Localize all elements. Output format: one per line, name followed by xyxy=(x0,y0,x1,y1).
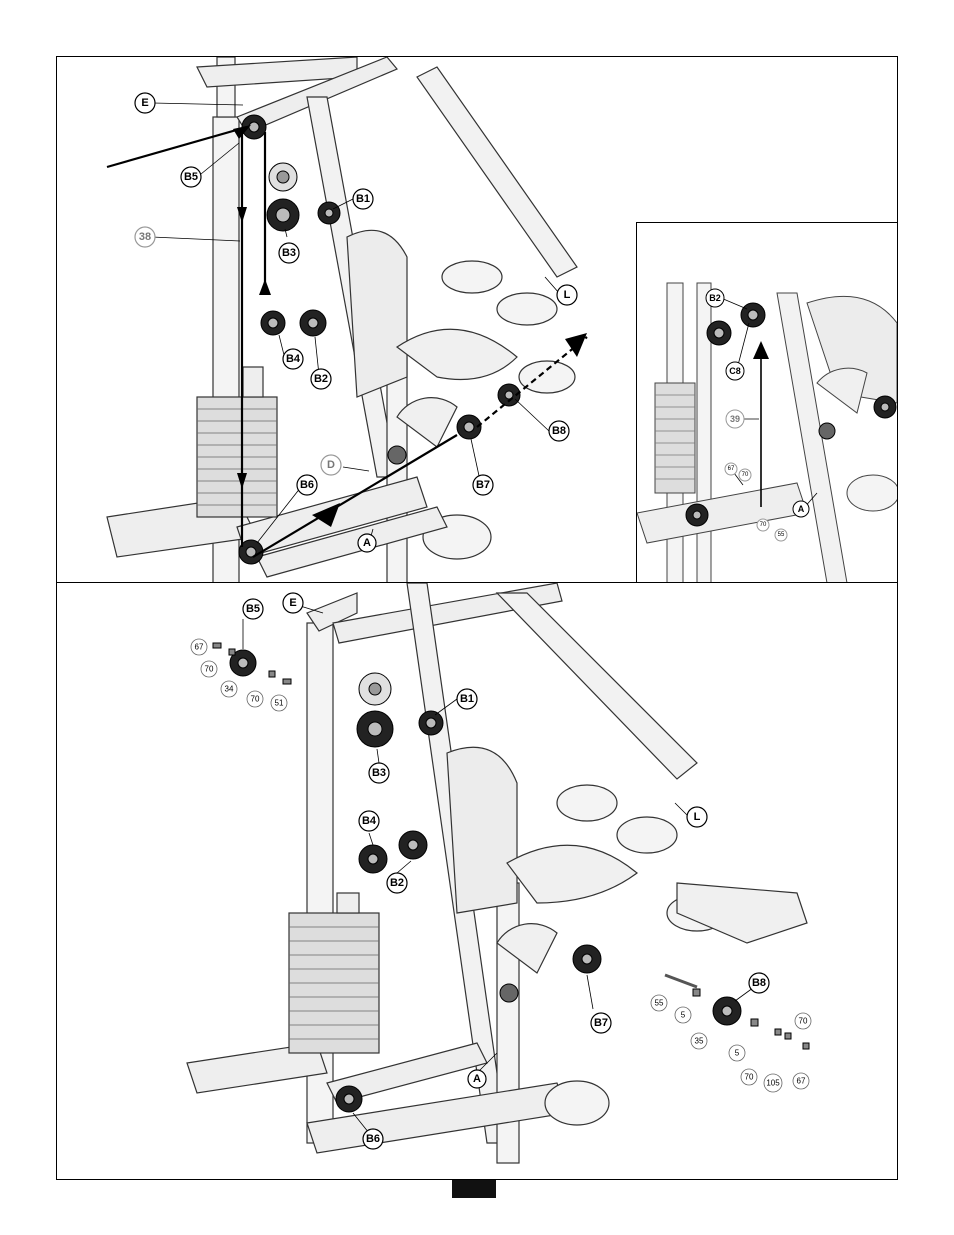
part-67-top: 67 xyxy=(195,643,204,652)
inset-part-70b: 70 xyxy=(760,522,767,528)
part-70-right-b: 70 xyxy=(745,1073,754,1082)
callout-B4: B4 xyxy=(286,353,301,365)
callout-B8: B8 xyxy=(552,425,566,437)
inset-part-70a: 70 xyxy=(742,472,749,478)
inset-callout-B2: B2 xyxy=(709,293,721,303)
part-67-right: 67 xyxy=(797,1077,806,1086)
callout-B8: B8 xyxy=(752,977,766,989)
part-51: 51 xyxy=(275,699,284,708)
inset-part-67: 67 xyxy=(728,466,735,472)
callout-B5: B5 xyxy=(184,171,198,183)
part-35: 35 xyxy=(695,1037,704,1046)
callout-B5: B5 xyxy=(246,603,260,615)
callout-38: 38 xyxy=(139,231,151,243)
callout-B1: B1 xyxy=(460,693,474,705)
callout-B2: B2 xyxy=(314,373,328,385)
inset-callout-C8: C8 xyxy=(729,366,741,376)
part-70-right-a: 70 xyxy=(799,1017,808,1026)
callout-E: E xyxy=(289,597,296,609)
inset-detail-diagram: B2 C8 39 67 70 A 70 55 xyxy=(636,222,898,584)
part-70-top-a: 70 xyxy=(205,665,214,674)
inset-callout-A: A xyxy=(798,504,805,514)
callout-B7: B7 xyxy=(476,479,490,491)
callout-D: D xyxy=(327,459,335,471)
part-70-top-b: 70 xyxy=(251,695,260,704)
callout-L: L xyxy=(564,289,571,301)
part-34: 34 xyxy=(225,685,234,694)
part-105: 105 xyxy=(766,1079,780,1088)
bottom-diagram-drawing: B5 E B1 B3 L B4 B2 B8 B7 A B6 67 70 34 7… xyxy=(57,583,897,1179)
callout-B3: B3 xyxy=(282,247,296,259)
callout-B7: B7 xyxy=(594,1017,608,1029)
part-5-a: 5 xyxy=(681,1011,686,1020)
bottom-exploded-diagram: B5 E B1 B3 L B4 B2 B8 B7 A B6 67 70 34 7… xyxy=(56,582,898,1180)
callout-B4: B4 xyxy=(362,815,377,827)
page-number-box xyxy=(452,1180,496,1198)
callout-B3: B3 xyxy=(372,767,386,779)
callout-B2: B2 xyxy=(390,877,404,889)
callout-B6: B6 xyxy=(300,479,314,491)
callout-B1: B1 xyxy=(356,193,370,205)
callout-A: A xyxy=(473,1073,481,1085)
callout-L: L xyxy=(694,811,701,823)
inset-callout-39: 39 xyxy=(730,414,740,424)
inset-diagram-drawing: B2 C8 39 67 70 A 70 55 xyxy=(637,223,897,583)
callout-E: E xyxy=(141,97,148,109)
part-5-b: 5 xyxy=(735,1049,740,1058)
part-55: 55 xyxy=(655,999,664,1008)
callout-B6: B6 xyxy=(366,1133,380,1145)
inset-part-55: 55 xyxy=(778,532,785,538)
callout-A: A xyxy=(363,537,371,549)
